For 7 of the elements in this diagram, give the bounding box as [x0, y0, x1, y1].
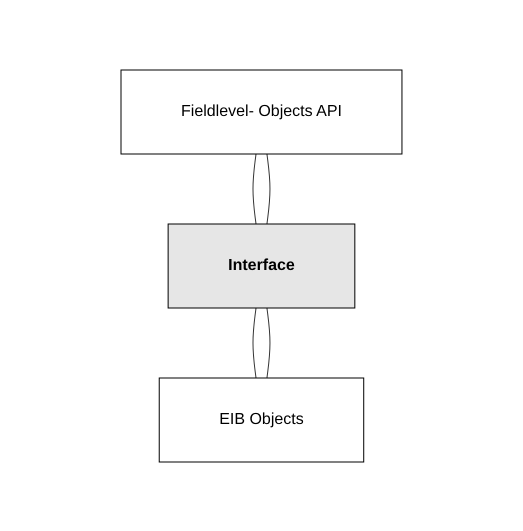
connector [266, 153, 270, 224]
connector [252, 153, 257, 224]
node-box: Interface [168, 223, 356, 308]
connector [252, 307, 257, 378]
node-box: Fieldlevel- Objects API [120, 69, 402, 154]
connector [266, 307, 270, 378]
node-box: EIB Objects [158, 377, 364, 462]
